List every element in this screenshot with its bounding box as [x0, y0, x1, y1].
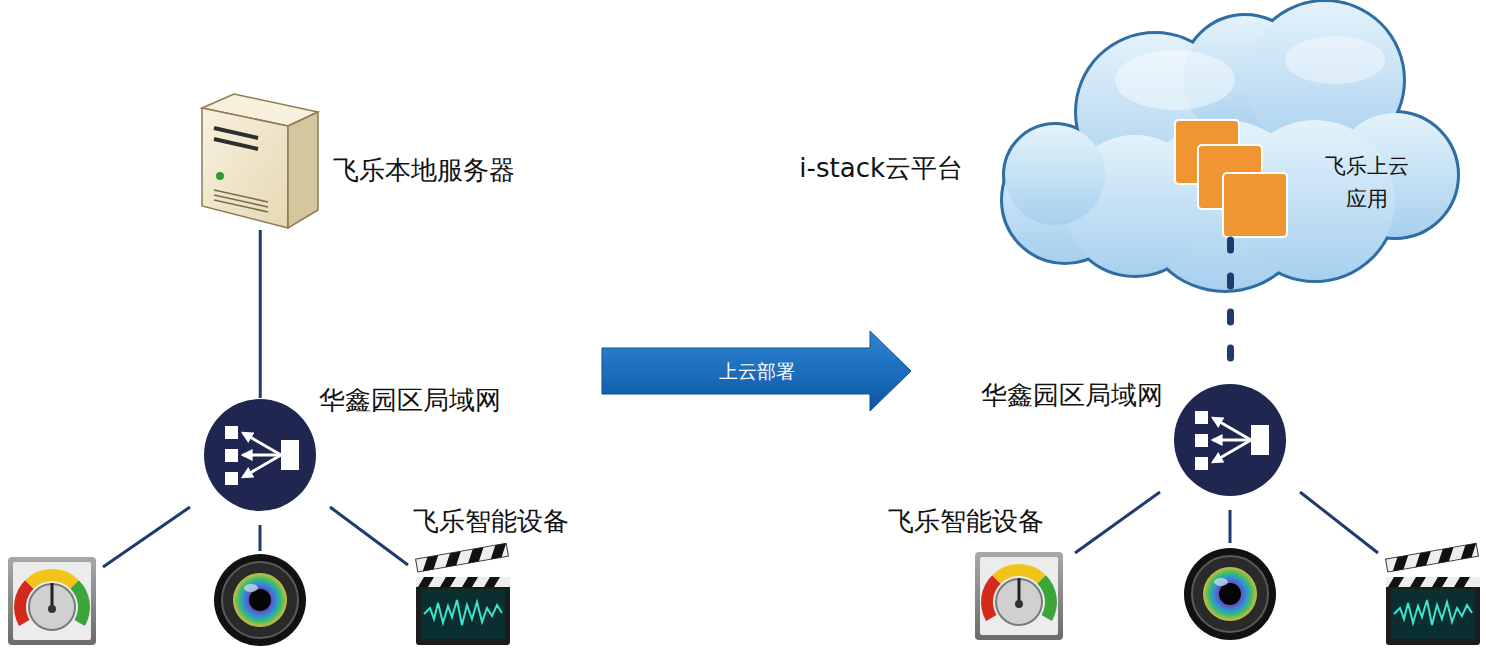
migration-arrow: 上云部署 [602, 330, 912, 412]
node-label: 华鑫园区局域网 [319, 386, 501, 416]
node-label: 上云部署 [602, 330, 912, 412]
server-slot [214, 139, 258, 149]
cloud-outline [1005, 125, 1105, 225]
node-label: 飞乐本地服务器 [333, 156, 515, 186]
server-vent [214, 190, 268, 202]
gauge-icon [8, 557, 96, 645]
hub-arrow [1213, 439, 1251, 442]
server-node: 飞乐本地服务器 [198, 88, 323, 230]
server-side [288, 112, 318, 228]
hub-port [1195, 411, 1208, 424]
device-wire [1229, 510, 1232, 543]
cloud-highlight [1285, 36, 1385, 84]
hub-port [1195, 434, 1208, 447]
hub-arrow [243, 455, 281, 477]
device-wire [1075, 492, 1160, 553]
server-front [202, 108, 288, 228]
server-led [216, 172, 224, 180]
node-label: 华鑫园区局域网 [981, 381, 1163, 411]
hub-arrow [243, 454, 281, 457]
device-group-label: 飞乐智能设备 [888, 507, 1044, 537]
device-wire [259, 525, 262, 551]
hub-target [281, 440, 299, 470]
clapper-icon [1386, 543, 1480, 645]
hub-arrow [1213, 418, 1251, 440]
hub-arrow [243, 433, 281, 455]
device-wire [330, 507, 408, 565]
clapper-icon [416, 543, 510, 645]
hub-icon [1173, 383, 1287, 497]
hub-port [225, 472, 238, 485]
lan-hub: 华鑫园区局域网 [1173, 383, 1287, 497]
server-icon [198, 88, 323, 230]
hub-icon [203, 398, 317, 512]
node-label: i-stack云平台 [799, 154, 963, 184]
device-wire [103, 507, 190, 567]
hub-port [225, 449, 238, 462]
cloud-platform: i-stack云平台飞乐上云 应用 [995, 0, 1465, 292]
lan-hub: 华鑫园区局域网 [203, 398, 317, 512]
camera-icon [1184, 548, 1276, 640]
app-square [1223, 173, 1287, 237]
camera-icon [214, 554, 306, 646]
hub-port [1195, 457, 1208, 470]
cloud-app: 飞乐上云 应用 [1173, 118, 1289, 240]
block-arrow-body [602, 331, 911, 411]
device-wire [1300, 492, 1378, 553]
gauge-icon [975, 552, 1063, 640]
app-stack [1173, 118, 1289, 240]
hub-port [225, 426, 238, 439]
hub-target [1251, 425, 1269, 455]
hub-circle [1174, 384, 1286, 496]
hub-arrow [1213, 440, 1251, 462]
device-group-label: 飞乐智能设备 [413, 507, 569, 537]
hub-circle [204, 399, 316, 511]
cloud-highlight [1115, 50, 1235, 110]
server-vent [214, 195, 268, 207]
cloud-fill [1005, 125, 1105, 225]
server-slot [214, 128, 258, 138]
network-link [259, 230, 262, 398]
node-label: 飞乐上云 应用 [1319, 150, 1415, 215]
server-vent [214, 200, 268, 212]
dotted-link [1227, 240, 1234, 383]
